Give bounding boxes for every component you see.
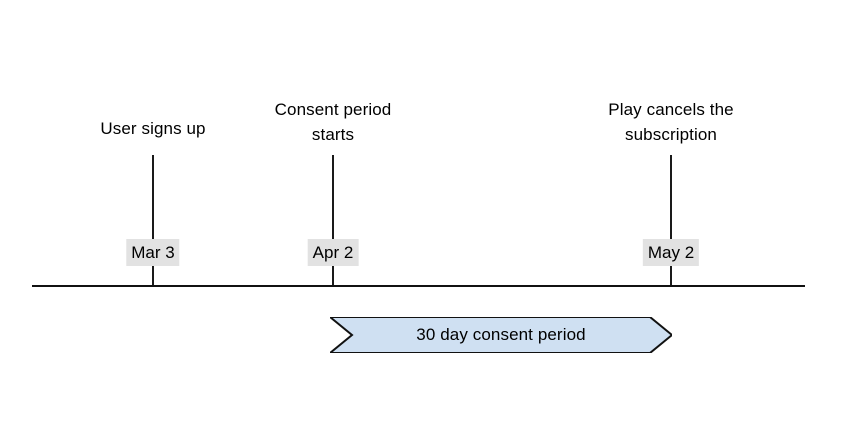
- event-caption-play-cancels-subscription: Play cancels the subscription: [608, 100, 734, 144]
- date-chip-user-signs-up: Mar 3: [126, 239, 180, 266]
- event-caption-consent-period-starts: Consent period starts: [274, 100, 392, 144]
- banner-arrow-shape: [330, 317, 672, 353]
- event-caption-user-signs-up: User signs up: [100, 119, 206, 138]
- date-chip-consent-period-starts: Apr 2: [307, 239, 359, 266]
- date-chip-play-cancels-subscription: May 2: [642, 239, 700, 266]
- consent-period-label: 30 day consent period: [416, 325, 586, 344]
- tick-stem-play-cancels-subscription: [670, 155, 672, 285]
- tick-stem-consent-period-starts: [332, 155, 334, 285]
- tick-stem-user-signs-up: [152, 155, 154, 285]
- timeline-axis: [32, 285, 805, 287]
- consent-period-banner: 30 day consent period: [330, 317, 672, 353]
